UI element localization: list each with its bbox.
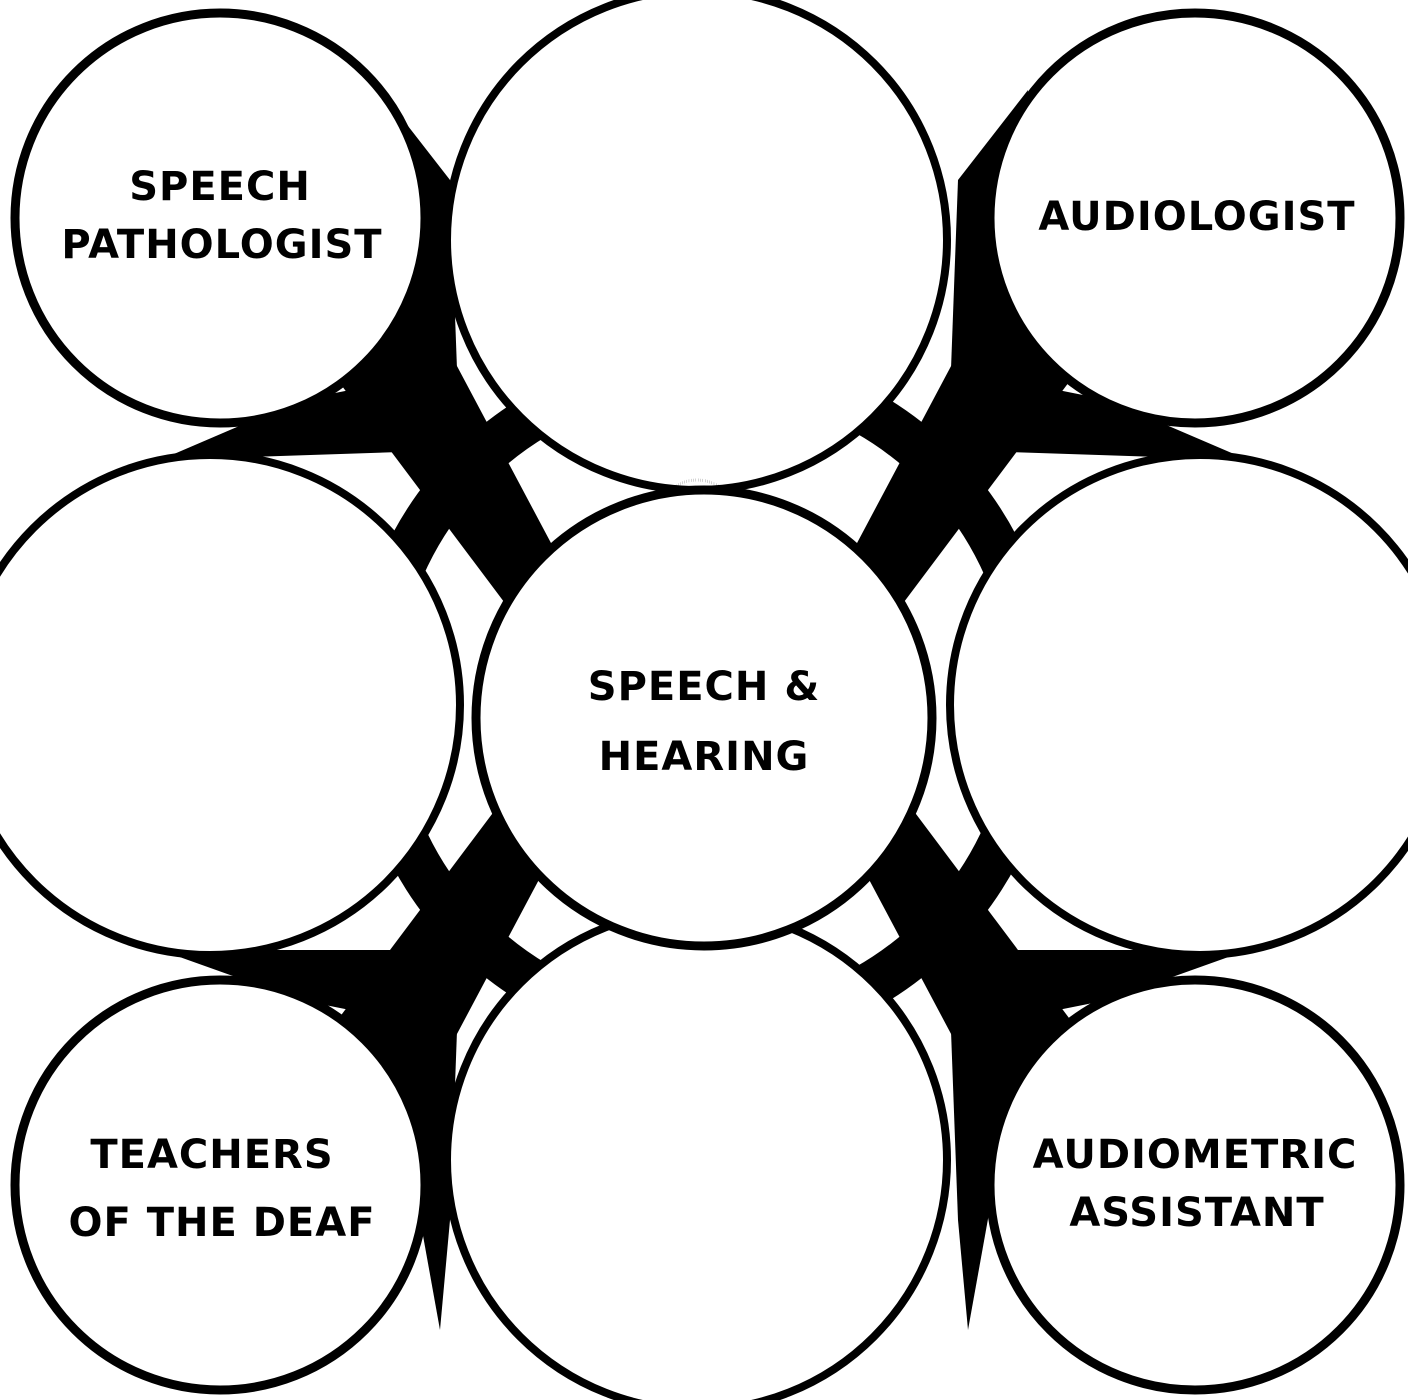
flare-bottom-left <box>160 950 460 1020</box>
node-circle-bottom-right <box>985 975 1405 1395</box>
node-audiometric-assistant: AUDIOMETRIC ASSISTANT <box>985 975 1405 1395</box>
node-label-top-right-line1: AUDIOLOGIST <box>1038 194 1355 240</box>
hatched-circle-top <box>443 0 951 494</box>
node-label-bottom-left-line1: TEACHERS <box>90 1132 333 1178</box>
node-label-bottom-right-line1: AUDIOMETRIC <box>1033 1132 1358 1178</box>
node-label-bottom-left-line2: OF THE DEAF <box>68 1200 375 1246</box>
hatched-circle-left <box>0 451 464 959</box>
center-label-line2: HEARING <box>599 734 810 780</box>
node-circle-bottom-left <box>10 975 430 1395</box>
center-circle <box>471 485 937 951</box>
node-teachers-of-the-deaf: TEACHERS OF THE DEAF <box>10 975 430 1395</box>
hatched-circle-bottom <box>443 906 951 1400</box>
node-circle-top-left <box>10 8 430 428</box>
flare-top-left <box>160 380 460 460</box>
node-label-top-left-line2: PATHOLOGIST <box>61 222 382 268</box>
node-circle-top-right <box>985 8 1405 428</box>
flare-top-right <box>948 380 1248 460</box>
node-label-bottom-right-line2: ASSISTANT <box>1069 1190 1324 1236</box>
node-audiologist: AUDIOLOGIST <box>985 8 1405 428</box>
node-speech-pathologist: SPEECH PATHOLOGIST <box>10 8 430 428</box>
center-node: SPEECH & HEARING <box>471 485 937 951</box>
hatched-circle-right <box>946 451 1408 959</box>
node-label-top-left-line1: SPEECH <box>129 164 311 210</box>
flare-bottom-right <box>948 950 1248 1020</box>
flare-bottom-right-b <box>948 950 1013 1330</box>
center-label-line1: SPEECH & <box>588 664 820 710</box>
flare-bottom-left-b <box>395 950 460 1330</box>
